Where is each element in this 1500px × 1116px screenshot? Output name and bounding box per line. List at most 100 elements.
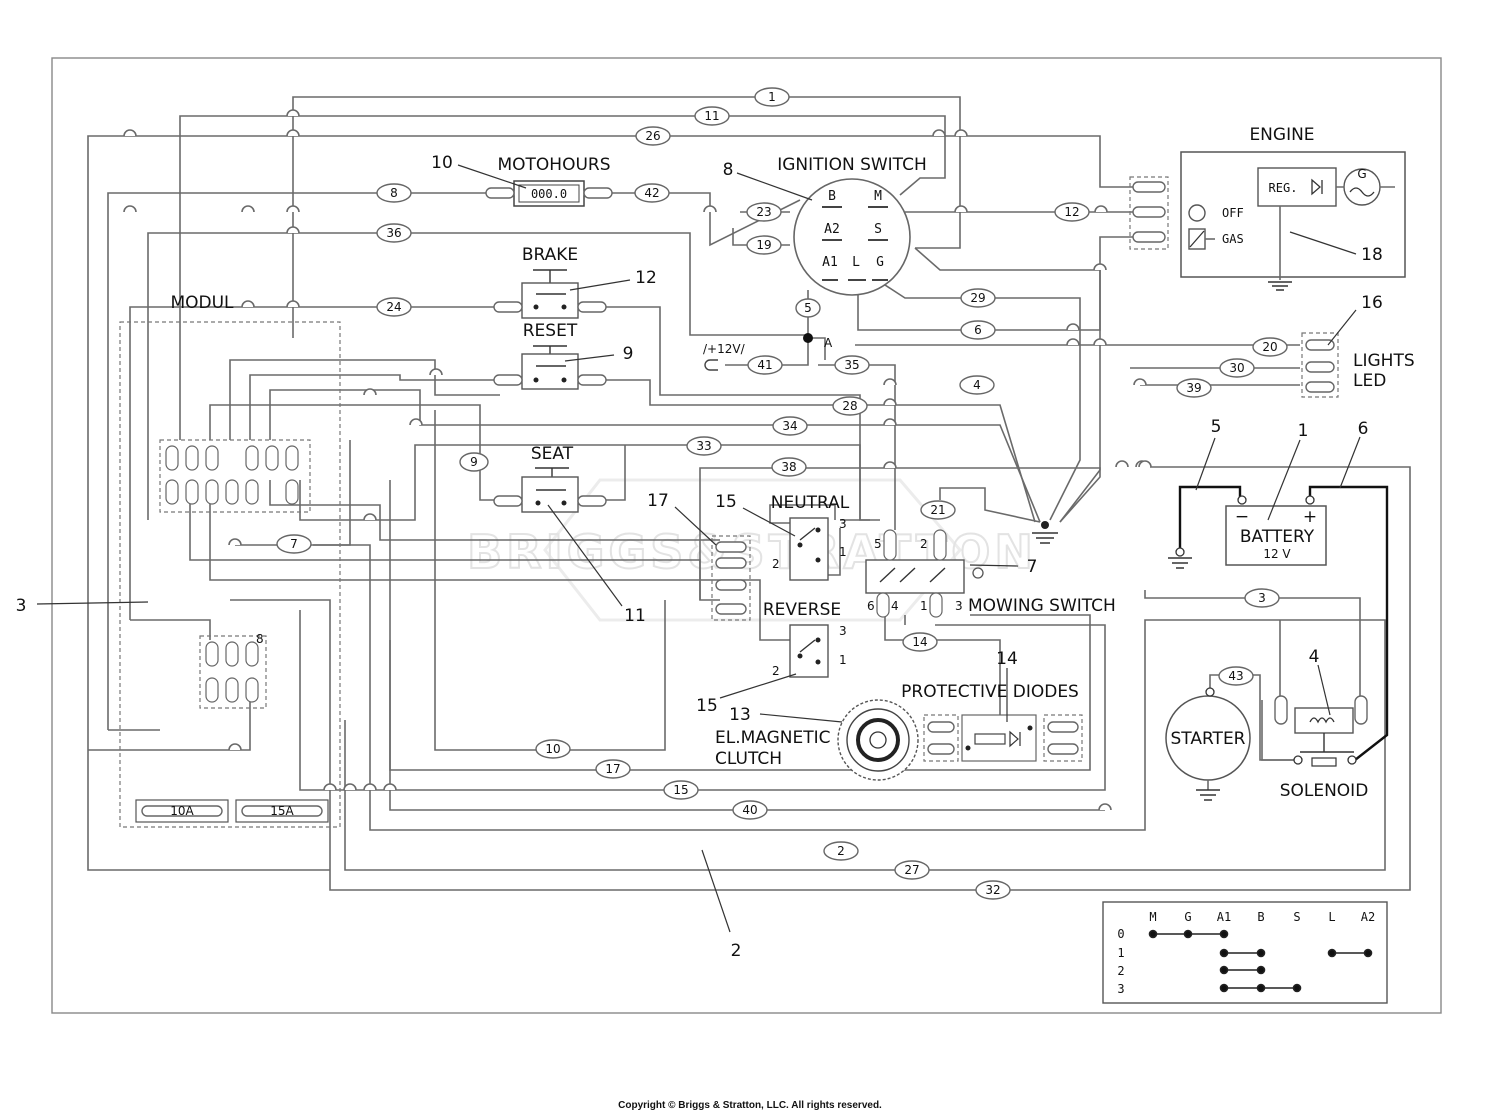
- solenoid-label: SOLENOID: [1280, 781, 1369, 801]
- reverse-pin-3: 3: [839, 624, 847, 638]
- lights-label-line1: LIGHTS: [1353, 351, 1415, 371]
- engine-label: ENGINE: [1249, 125, 1314, 145]
- ignition-truth-table: M G A1 B S L A2 0 1 2 3: [1102, 901, 1388, 1004]
- ign-pin-m: M: [874, 189, 882, 204]
- wire-tag-35: 35: [844, 358, 859, 372]
- battery: − + BATTERY 12 V: [1168, 495, 1327, 569]
- mow-pin-5: 5: [874, 537, 882, 551]
- callout-11: 11: [624, 606, 646, 626]
- callout-17: 17: [647, 491, 669, 511]
- lights-label-line2: LED: [1353, 371, 1386, 391]
- seat-label: SEAT: [531, 444, 574, 464]
- callouts: 10 8 12 9 18 16 5 1 6 17 15 7 11 3 14 4 …: [16, 153, 1383, 961]
- wire-tag-34: 34: [782, 419, 797, 433]
- fuse-15a-label: 15A: [270, 804, 294, 818]
- tt-row-0: 0: [1117, 927, 1124, 941]
- wire-tag-33: 33: [696, 439, 711, 453]
- wire-tag-5: 5: [804, 301, 812, 315]
- callout-10: 10: [431, 153, 453, 173]
- wire-tag-42: 42: [644, 186, 659, 200]
- wire-tag-1: 1: [768, 90, 776, 104]
- wire-tag-9: 9: [470, 455, 478, 469]
- engine-connector: [1129, 176, 1169, 250]
- neutral-pin-1: 1: [839, 545, 847, 559]
- callout-15-neutral: 15: [715, 492, 737, 512]
- mowing-switch-label: MOWING SWITCH: [968, 596, 1116, 616]
- ign-pin-b: B: [828, 189, 836, 204]
- wire-tag-29: 29: [970, 291, 985, 305]
- battery-label: BATTERY: [1240, 527, 1315, 547]
- ign-pin-a2: A2: [824, 222, 840, 237]
- fuse-10a: 10A: [135, 799, 229, 823]
- ignition-switch: IGNITION SWITCH B M A2 S A1 L G: [777, 155, 927, 296]
- wire-tag-12: 12: [1064, 205, 1079, 219]
- wire-tag-39: 39: [1186, 381, 1201, 395]
- ground-main: [1032, 521, 1058, 544]
- generator-label: G: [1357, 167, 1366, 181]
- clutch-label-line2: CLUTCH: [715, 749, 782, 769]
- module: MODUL 8 10A 15A: [119, 293, 341, 828]
- mow-pin-2: 2: [920, 537, 928, 551]
- diagram-frame: [51, 57, 1442, 1014]
- wire-tag-6: 6: [974, 323, 982, 337]
- lights-led: LIGHTS LED: [1301, 332, 1415, 398]
- mow-pin-3: 3: [955, 599, 963, 613]
- supply-label: /+12V/: [703, 342, 746, 356]
- wire-hops: [123, 109, 1152, 811]
- wire-tag-20: 20: [1262, 340, 1277, 354]
- fuse-15a: 15A: [235, 799, 329, 823]
- callout-14: 14: [996, 649, 1018, 669]
- wire-tag-19: 19: [756, 238, 771, 252]
- tt-col-b: B: [1257, 910, 1264, 924]
- neutral-pin-2: 2: [772, 557, 780, 571]
- wire-tag-17: 17: [605, 762, 620, 776]
- off-label: OFF: [1222, 206, 1244, 220]
- magnetic-clutch: EL.MAGNETIC CLUTCH: [715, 699, 919, 781]
- fuse-10a-label: 10A: [170, 804, 194, 818]
- wire-tag-2: 2: [837, 844, 845, 858]
- tt-col-a1: A1: [1217, 910, 1231, 924]
- tt-col-a2: A2: [1361, 910, 1375, 924]
- reverse-label: REVERSE: [763, 600, 841, 620]
- protective-diodes-label: PROTECTIVE DIODES: [901, 682, 1079, 702]
- wire-tag-24: 24: [386, 300, 401, 314]
- wire-tag-15: 15: [673, 783, 688, 797]
- mow-pin-1: 1: [920, 599, 928, 613]
- tt-col-m: M: [1149, 910, 1156, 924]
- callout-9: 9: [623, 344, 634, 364]
- tt-row-1: 1: [1117, 946, 1124, 960]
- ign-pin-a1: A1: [822, 255, 838, 270]
- reverse-switch: REVERSE 3 2 1: [763, 600, 847, 678]
- modul-label: MODUL: [170, 293, 234, 313]
- wire-tag-11: 11: [704, 109, 719, 123]
- ignition-switch-label: IGNITION SWITCH: [777, 155, 926, 175]
- node-a-label: A: [824, 336, 833, 350]
- protective-diodes: PROTECTIVE DIODES: [901, 682, 1083, 762]
- engine: ENGINE REG. G OFF GAS: [1180, 125, 1406, 291]
- copyright-footer: Copyright © Briggs & Stratton, LLC. All …: [618, 1100, 882, 1111]
- callout-3: 3: [16, 596, 27, 616]
- battery-voltage: 12 V: [1263, 547, 1291, 561]
- wire-tag-41: 41: [757, 358, 772, 372]
- brake-switch: BRAKE: [493, 245, 607, 319]
- reset-label: RESET: [523, 321, 578, 341]
- wire-tag-3: 3: [1258, 591, 1266, 605]
- battery-plus: +: [1303, 507, 1317, 527]
- wire-tag-10: 10: [545, 742, 560, 756]
- ign-pin-g: G: [876, 255, 884, 270]
- starter-label: STARTER: [1171, 729, 1246, 749]
- ign-pin-s: S: [874, 222, 882, 237]
- reverse-pin-1: 1: [839, 653, 847, 667]
- wire-tag-21: 21: [930, 503, 945, 517]
- wire-tag-40: 40: [742, 803, 757, 817]
- wire-tag-43: 43: [1228, 669, 1243, 683]
- tt-row-3: 3: [1117, 982, 1124, 996]
- reverse-pin-2: 2: [772, 664, 780, 678]
- motohours-meter: MOTOHOURS 000.0: [485, 155, 613, 207]
- wire-tag-23: 23: [756, 205, 771, 219]
- wire-tag-4: 4: [973, 378, 981, 392]
- reset-switch: RESET: [493, 321, 607, 390]
- callout-1: 1: [1298, 421, 1309, 441]
- battery-minus: −: [1235, 507, 1249, 527]
